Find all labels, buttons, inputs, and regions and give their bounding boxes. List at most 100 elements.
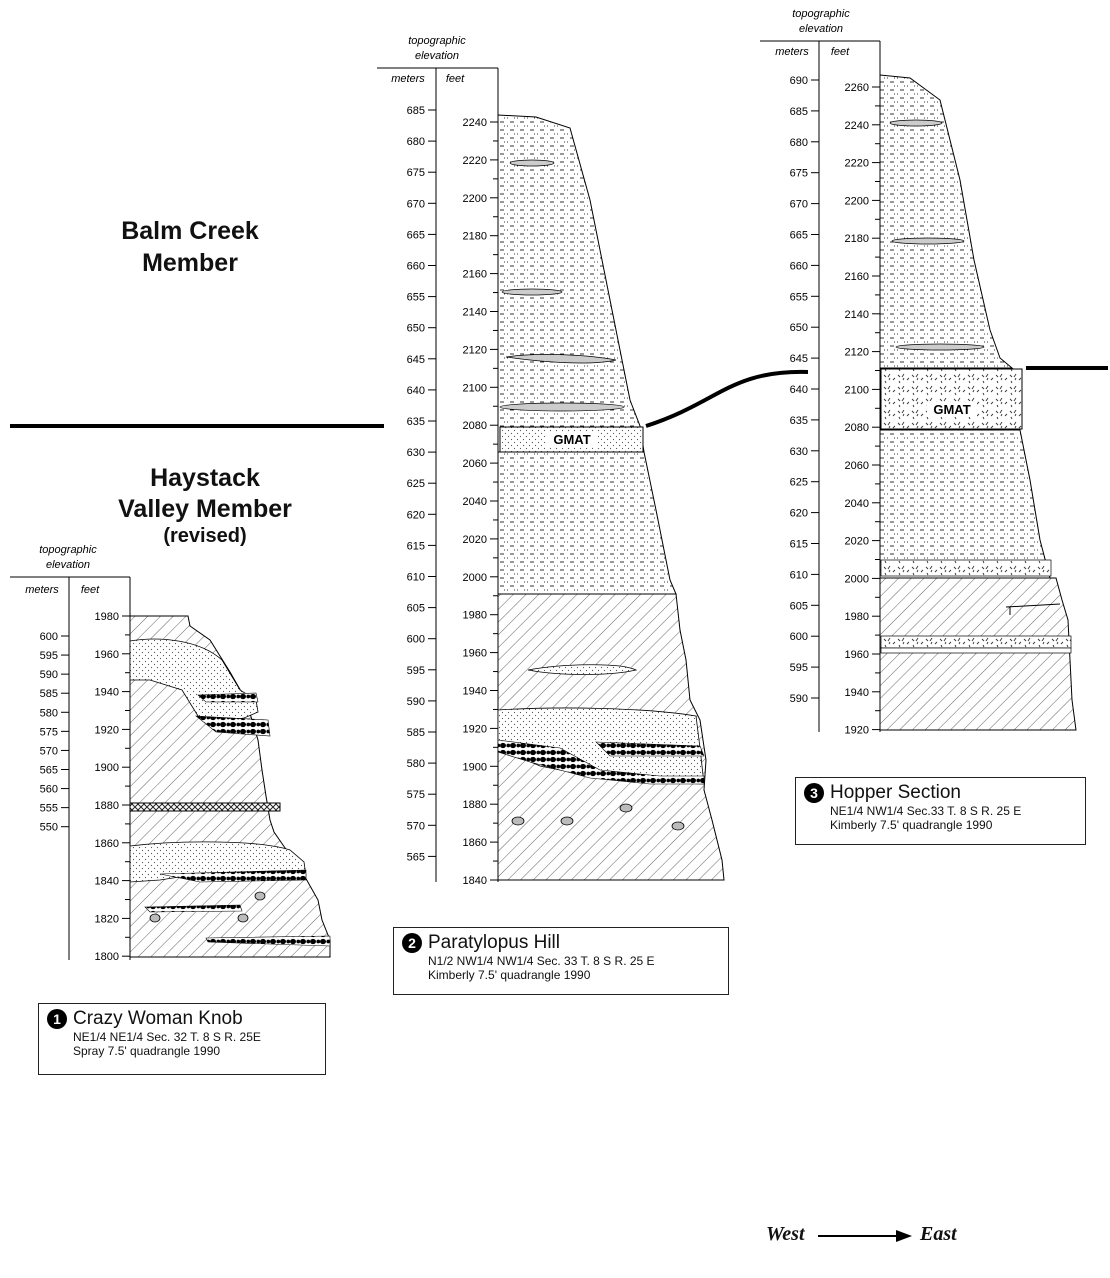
column-hopper-section: topographic elevation meters feet 690685… [760, 8, 1077, 737]
haystack-title-line1: Haystack [150, 464, 260, 492]
feet-tick-label: 1880 [95, 800, 119, 812]
feet-tick-label: 2220 [463, 155, 487, 167]
feet-tick-label: 2200 [845, 195, 869, 207]
meter-tick-label: 550 [40, 822, 58, 834]
feet-tick-label: 2080 [463, 420, 487, 432]
meter-tick-label: 615 [407, 540, 425, 552]
meter-tick-label: 600 [40, 631, 58, 643]
meter-tick-label: 615 [790, 539, 808, 551]
meter-tick-label: 600 [407, 634, 425, 646]
meter-tick-label: 590 [407, 696, 425, 708]
col2-caption-line2: elevation [415, 50, 459, 62]
meter-tick-label: 680 [790, 137, 808, 149]
section-1-number-badge: 1 [47, 1009, 67, 1029]
meter-tick-label: 595 [40, 650, 58, 662]
meter-tick-label: 565 [40, 764, 58, 776]
meter-tick-label: 580 [40, 707, 58, 719]
meter-tick-label: 635 [790, 415, 808, 427]
feet-tick-label: 1980 [95, 611, 119, 623]
feet-tick-label: 2080 [845, 422, 869, 434]
direction-east-label: East [920, 1223, 957, 1245]
col3-feet-header: feet [831, 46, 850, 58]
col3-caption-line2: elevation [799, 23, 843, 35]
meter-tick-label: 590 [40, 669, 58, 681]
feet-tick-label: 1860 [463, 837, 487, 849]
col2-gmat-label: GMAT [553, 432, 590, 447]
feet-tick-label: 2000 [845, 573, 869, 585]
meter-tick-label: 595 [407, 665, 425, 677]
section-3-title-row: 3 Hopper Section [804, 782, 1077, 804]
haystack-title-line3: (revised) [163, 525, 247, 547]
feet-tick-label: 1920 [463, 723, 487, 735]
meter-tick-label: 610 [407, 572, 425, 584]
meter-tick-label: 625 [407, 478, 425, 490]
feet-tick-label: 1940 [463, 686, 487, 698]
meter-tick-label: 640 [407, 385, 425, 397]
feet-tick-label: 2180 [845, 233, 869, 245]
feet-tick-label: 1940 [95, 687, 119, 699]
section-3-number-badge: 3 [804, 783, 824, 803]
feet-tick-label: 2020 [463, 534, 487, 546]
feet-tick-label: 2140 [845, 309, 869, 321]
feet-tick-label: 2240 [845, 120, 869, 132]
meter-tick-label: 635 [407, 416, 425, 428]
section-2-title-row: 2 Paratylopus Hill [402, 932, 720, 954]
section-3-title: Hopper Section [830, 782, 961, 803]
feet-tick-label: 2100 [845, 384, 869, 396]
meter-tick-label: 660 [790, 260, 808, 272]
feet-tick-label: 2200 [463, 193, 487, 205]
section-2-quadrangle: Kimberly 7.5' quadrangle 1990 [428, 968, 591, 982]
meter-tick-label: 685 [407, 105, 425, 117]
feet-tick-label: 1920 [845, 725, 869, 737]
feet-tick-label: 2140 [463, 307, 487, 319]
meter-tick-label: 580 [407, 758, 425, 770]
feet-tick-label: 2000 [463, 572, 487, 584]
feet-tick-label: 1980 [845, 611, 869, 623]
meter-tick-label: 610 [790, 569, 808, 581]
col1-meters-header: meters [25, 584, 59, 596]
section-1-quadrangle: Spray 7.5' quadrangle 1990 [73, 1044, 221, 1058]
meter-tick-label: 585 [40, 688, 58, 700]
meter-tick-label: 590 [790, 693, 808, 705]
col3-caption-line1: topographic [792, 8, 850, 20]
meter-tick-label: 685 [790, 106, 808, 118]
col1-caption-line1: topographic [39, 544, 97, 556]
meter-tick-label: 640 [790, 384, 808, 396]
col2-meters-header: meters [391, 73, 425, 85]
section-3-quadrangle: Kimberly 7.5' quadrangle 1990 [830, 818, 993, 832]
meter-tick-label: 680 [407, 136, 425, 148]
meter-tick-label: 555 [40, 803, 58, 815]
col2-caption-line1: topographic [408, 35, 466, 47]
meter-tick-label: 665 [790, 230, 808, 242]
feet-tick-label: 2160 [463, 269, 487, 281]
meter-tick-label: 690 [790, 75, 808, 87]
feet-tick-label: 1980 [463, 610, 487, 622]
feet-tick-label: 1840 [463, 875, 487, 887]
feet-tick-label: 1860 [95, 838, 119, 850]
feet-tick-label: 1960 [463, 648, 487, 660]
direction-arrow-icon [818, 1230, 912, 1242]
balm-creek-member-title: Balm Creek Member [100, 215, 280, 279]
meter-tick-label: 575 [407, 789, 425, 801]
meter-tick-label: 565 [407, 851, 425, 863]
feet-tick-label: 2020 [845, 536, 869, 548]
feet-tick-label: 2120 [845, 347, 869, 359]
col2-feet-header: feet [446, 73, 465, 85]
feet-tick-label: 2100 [463, 382, 487, 394]
column-paratylopus-hill: topographic elevation meters feet 685 680… [377, 35, 725, 887]
direction-west-label: West [766, 1223, 805, 1245]
col1-feet-header: feet [81, 584, 100, 596]
member-contact-line-mid [645, 369, 809, 428]
meter-tick-label: 665 [407, 229, 425, 241]
meter-tick-label: 675 [407, 167, 425, 179]
meter-tick-label: 620 [790, 508, 808, 520]
haystack-title-line2: Valley Member [118, 495, 292, 523]
meter-tick-label: 575 [40, 726, 58, 738]
meter-tick-label: 655 [790, 291, 808, 303]
feet-tick-label: 2060 [845, 460, 869, 472]
meter-tick-label: 670 [407, 198, 425, 210]
feet-tick-label: 1840 [95, 876, 119, 888]
feet-tick-label: 2160 [845, 271, 869, 283]
meter-tick-label: 625 [790, 477, 808, 489]
